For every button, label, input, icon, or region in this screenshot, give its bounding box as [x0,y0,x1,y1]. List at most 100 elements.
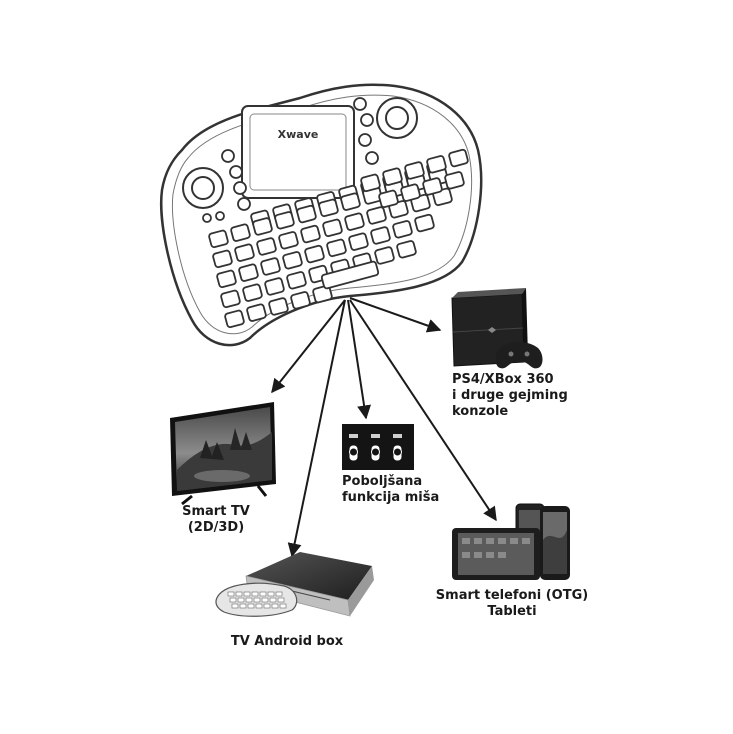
small-keyboard-key [243,591,251,597]
label-mouse-function: Poboljšana funkcija miša [342,474,439,506]
keyboard-key [448,148,469,168]
keyboard-key [224,309,245,329]
mouse-function-keys-icon [342,424,414,470]
keyboard-key [400,183,421,202]
keyboard-key [278,231,299,250]
keyboard-key [216,269,237,289]
small-keyboard-key [239,603,247,609]
label-ps4-consoles: PS4/XBox 360 i druge gejming konzole [452,372,568,420]
arrow-to-ps4 [349,297,442,333]
keyboard-key [242,283,263,302]
label-line: PS4/XBox 360 [452,372,554,387]
keyboard-key [426,155,447,174]
small-keyboard-key [277,597,285,603]
keyboard-key [340,192,361,211]
label-line: funkcija miša [342,490,440,505]
keyboard-key [374,246,395,265]
keyboard-keys [208,148,469,329]
small-keyboard-key [263,603,271,609]
keyboard-key [290,291,311,310]
keyboard-key [304,244,325,264]
keyboard-key [246,303,267,322]
keyboard-key [326,238,347,258]
small-keyboard-key [269,597,277,603]
keyboard-key [414,213,435,233]
label-line: TV Android box [230,634,344,649]
keyboard-key [234,243,255,262]
keyboard-key [260,257,281,276]
ps4-console-icon [451,288,543,369]
tablet-and-phones-icon [452,503,570,580]
keyboard-key [252,217,273,236]
keyboard-key [264,277,285,296]
keyboard-key [396,240,417,259]
keyboard-key [322,218,343,238]
gamepad-icon [495,342,543,369]
keyboard-key [256,237,277,256]
small-keyboard-key [259,591,267,597]
label-smart-tv: Smart TV (2D/3D) [176,504,256,536]
label-line: Smart telefoni (OTG) [435,588,589,603]
keyboard-key [370,226,391,245]
keyboard-key [274,211,295,230]
keyboard-key [382,167,403,186]
label-line: konzole [452,404,509,419]
keyboard-key [296,204,317,224]
keyboard-key [230,223,251,242]
small-keyboard-key [271,603,279,609]
android-box-icon [215,552,374,617]
small-keyboard-key [247,603,255,609]
keyboard-key [378,189,399,209]
small-keyboard-key [227,591,235,597]
keyboard-key [392,220,413,239]
small-keyboard-key [275,591,283,597]
label-line: i druge gejming [452,388,568,403]
small-keyboard-key [245,597,253,603]
label-phones-tablets: Smart telefoni (OTG) Tableti [432,588,592,620]
small-keyboard-key [237,597,245,603]
keyboard-key [366,206,387,225]
arrow-to-mouse [347,299,372,420]
keyboard-key [220,289,241,309]
arrow-to-android-box [287,299,346,558]
label-line: Smart TV [182,504,250,519]
arrow-to-smart-tv [271,299,346,394]
keyboard-key [360,173,381,193]
small-keyboard-key [229,597,237,603]
arrow-to-phones [349,299,497,522]
keyboard-key [422,177,443,196]
small-keyboard-key [253,597,261,603]
connection-arrows [271,297,497,558]
keyboard-key [312,284,333,304]
keyboard-key [348,232,369,251]
keyboard-key [282,251,303,270]
keyboard-key [238,263,259,282]
keyboard-key [208,229,229,249]
brand-logo: Xwave [278,128,319,141]
keyboard-key [318,198,339,218]
label-line: Poboljšana [342,474,423,489]
mini-keyboard: Xwave [160,83,483,347]
small-keyboard-key [235,591,243,597]
small-keyboard-key [251,591,259,597]
label-line: Tableti [487,604,537,619]
keyboard-key [300,224,321,244]
small-keyboard-key [231,603,239,609]
keyboard-key [404,161,425,180]
keyboard-key [344,212,365,231]
small-keyboard-key [267,591,275,597]
keyboard-key [268,297,289,316]
small-keyboard-key [261,597,269,603]
touchpad [241,105,355,199]
keyboard-key [212,249,233,269]
mini-keyboard-small-icon [215,582,298,617]
small-keyboard-key [279,603,287,609]
keyboard-key [444,171,465,190]
label-android-box: TV Android box [222,634,352,650]
small-keyboard-key [255,603,263,609]
label-line: (2D/3D) [187,520,245,535]
smart-tv-icon [170,402,276,506]
keyboard-key [286,271,307,290]
